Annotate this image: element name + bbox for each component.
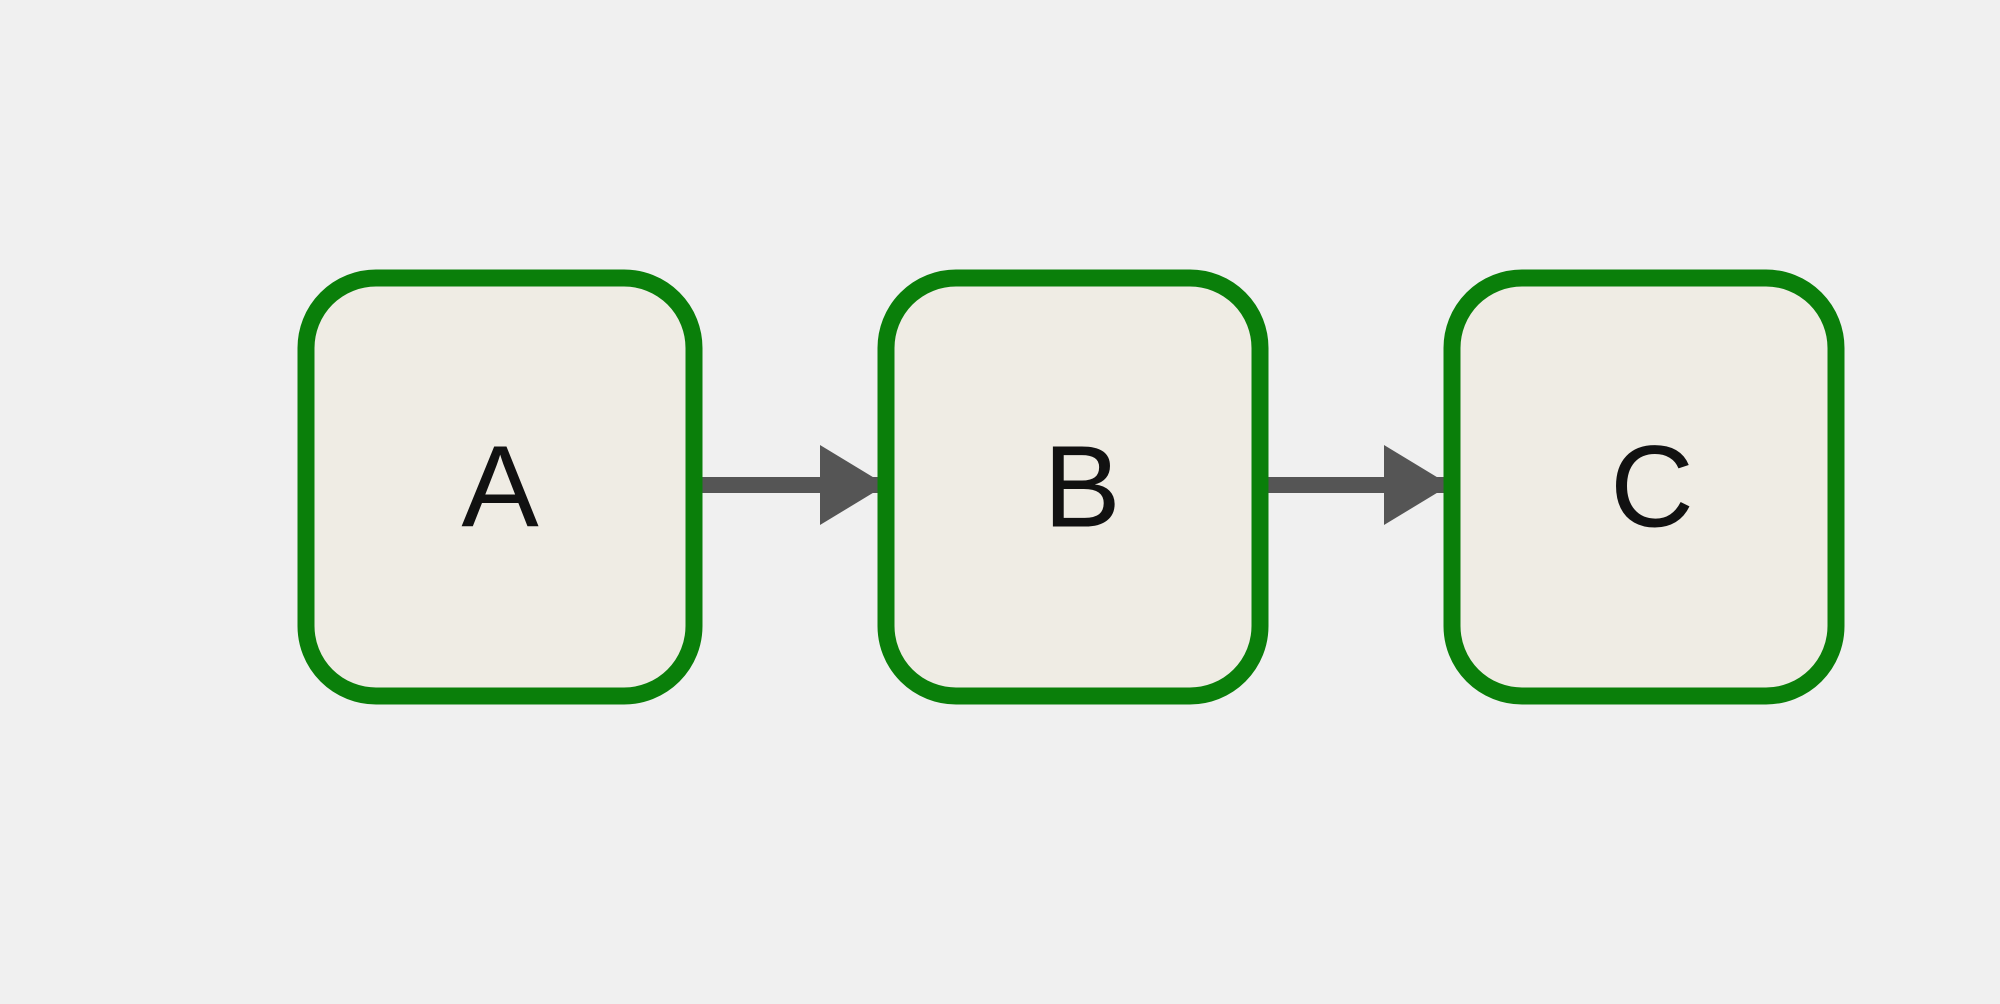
node-c[interactable]: C bbox=[1443, 269, 1845, 705]
node-b[interactable]: B bbox=[877, 269, 1269, 705]
node-a-label: A bbox=[461, 422, 539, 552]
node-a[interactable]: A bbox=[297, 269, 703, 705]
node-c-box bbox=[1443, 269, 1845, 705]
node-c-label: C bbox=[1610, 422, 1694, 552]
node-b-box bbox=[877, 269, 1269, 705]
node-b-label: B bbox=[1043, 422, 1120, 552]
node-a-box bbox=[297, 269, 703, 705]
